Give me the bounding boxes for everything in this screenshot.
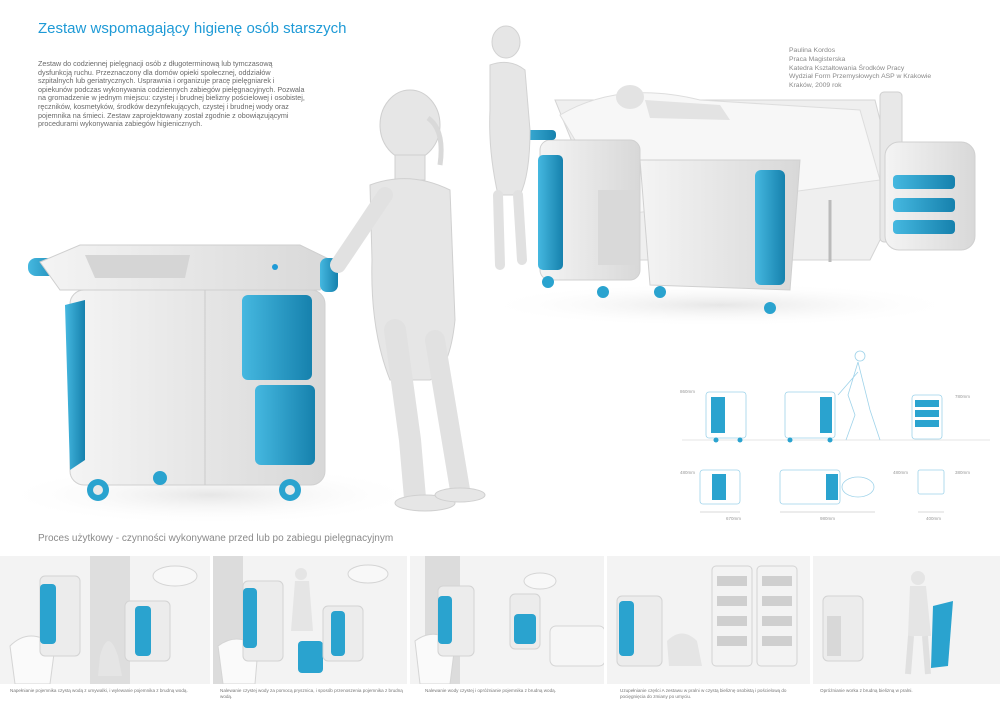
step-4-illustration [616,565,798,667]
author-faculty: Wydział Form Przemysłowych ASP w Krakowi… [789,73,932,81]
step-1-illustration [9,556,198,684]
dim-top-depth-left: 480mm [680,470,696,475]
hero-render [0,25,990,525]
process-step-1-image [0,556,212,684]
dim-width-right: 400mm [926,516,942,521]
dim-width-mid: 980mm [820,516,836,521]
author-work: Praca Magisterska [789,55,846,63]
process-step-2-image [213,556,409,684]
step-2-illustration [213,556,389,684]
dim-side-height: 860mm [680,389,696,394]
author-department: Katedra Kształtowania Środków Pracy [789,64,905,72]
author-name: Paulina Kordos [789,47,836,54]
process-step-1-caption: Napełnianie pojemnika czystą wodą z umyw… [10,688,188,693]
process-title: Proces użytkowy - czynności wykonywane p… [38,533,394,544]
bed-scene-render [480,85,976,327]
dim-width-left: 670mm [726,516,742,521]
process-step-5-caption: Opróżnianie worka z brudną bielizną w pr… [820,688,913,693]
author-block: Paulina Kordos Praca Magisterska Katedra… [789,47,931,91]
main-cart-render [28,244,338,501]
dim-top-depth-mid: 480mm [893,470,909,475]
process-step-2-caption: Nalewanie czystej wody za pomocą pryszni… [220,688,403,699]
technical-drawings [682,350,990,513]
step-5-illustration [822,571,953,675]
dim-top-depth-right: 380mm [955,470,971,475]
process-step-4-caption: Uzupełnianie części A zestawu w pralni w… [620,688,787,699]
dim-front-height: 780mm [955,394,971,399]
page-title: Zestaw wspomagający higienę osób starszy… [38,20,347,37]
process-step-5-image [813,556,1000,684]
process-step-4-image [607,556,812,684]
nurse-figure-large [330,89,486,512]
description-text: Zestaw do codziennej pielęgnacji osób z … [38,59,305,129]
nurse-figure-small [489,25,531,270]
author-place-year: Kraków, 2009 rok [789,82,842,90]
process-step-3-image [410,556,606,684]
process-step-3-caption: Nalewanie wody czystej i opróżnianie poj… [425,688,556,693]
step-3-illustration [414,556,604,684]
